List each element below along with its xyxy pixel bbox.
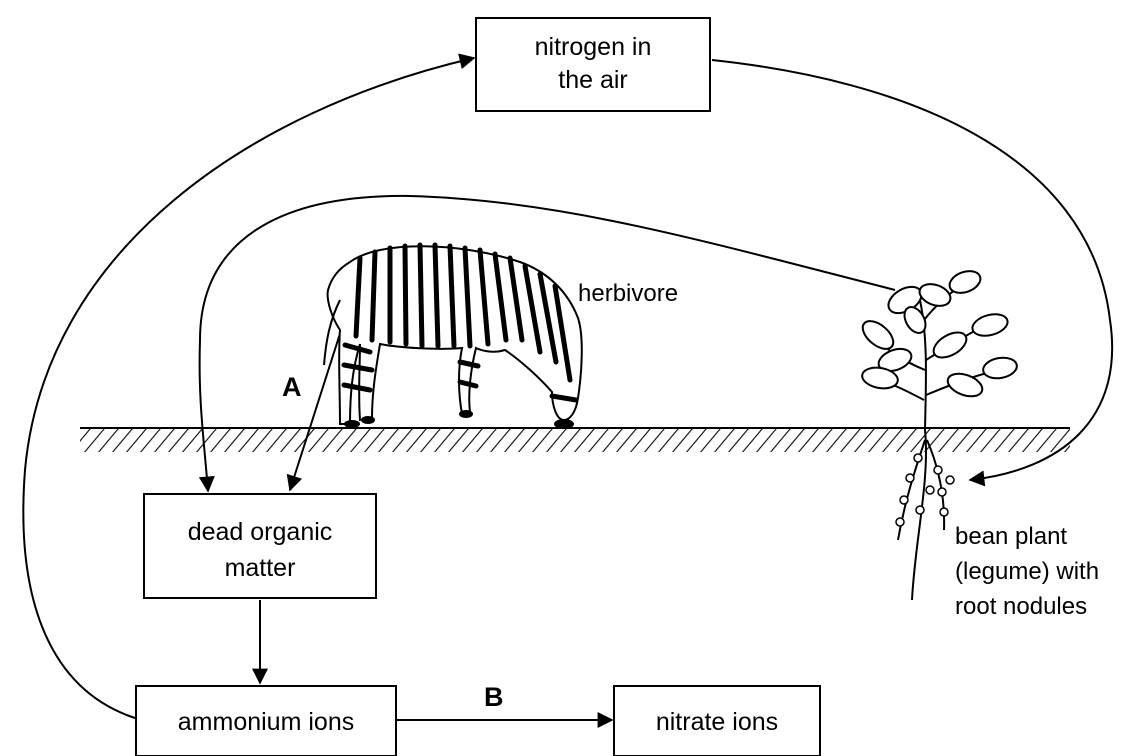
box-nitrogen-line2: the air: [558, 66, 627, 94]
label-bean-line2: (legume) with: [955, 558, 1099, 585]
box-nitrate-text: nitrate ions: [656, 708, 778, 736]
arrow-herbivore-to-dead: [290, 318, 345, 490]
box-nitrogen-in-air: nitrogen in the air: [476, 18, 710, 111]
box-dead-line2: matter: [225, 554, 296, 582]
box-nitrate-ions: nitrate ions: [614, 686, 820, 756]
arrow-air-to-nodules: [712, 60, 1112, 480]
label-herbivore: herbivore: [578, 280, 678, 307]
label-bean-line1: bean plant: [955, 523, 1067, 550]
box-dead-line1: dead organic: [188, 518, 333, 546]
label-a: A: [282, 372, 302, 402]
zebra-illustration: [324, 245, 582, 429]
box-ammonium-text: ammonium ions: [178, 708, 354, 736]
arrow-ammonium-to-air: [23, 58, 474, 718]
box-ammonium-ions: ammonium ions: [136, 686, 396, 756]
box-dead-organic-matter: dead organic matter: [144, 494, 376, 598]
label-bean-line3: root nodules: [955, 593, 1087, 620]
box-nitrogen-line1: nitrogen in: [535, 33, 652, 61]
label-b: B: [484, 682, 504, 712]
